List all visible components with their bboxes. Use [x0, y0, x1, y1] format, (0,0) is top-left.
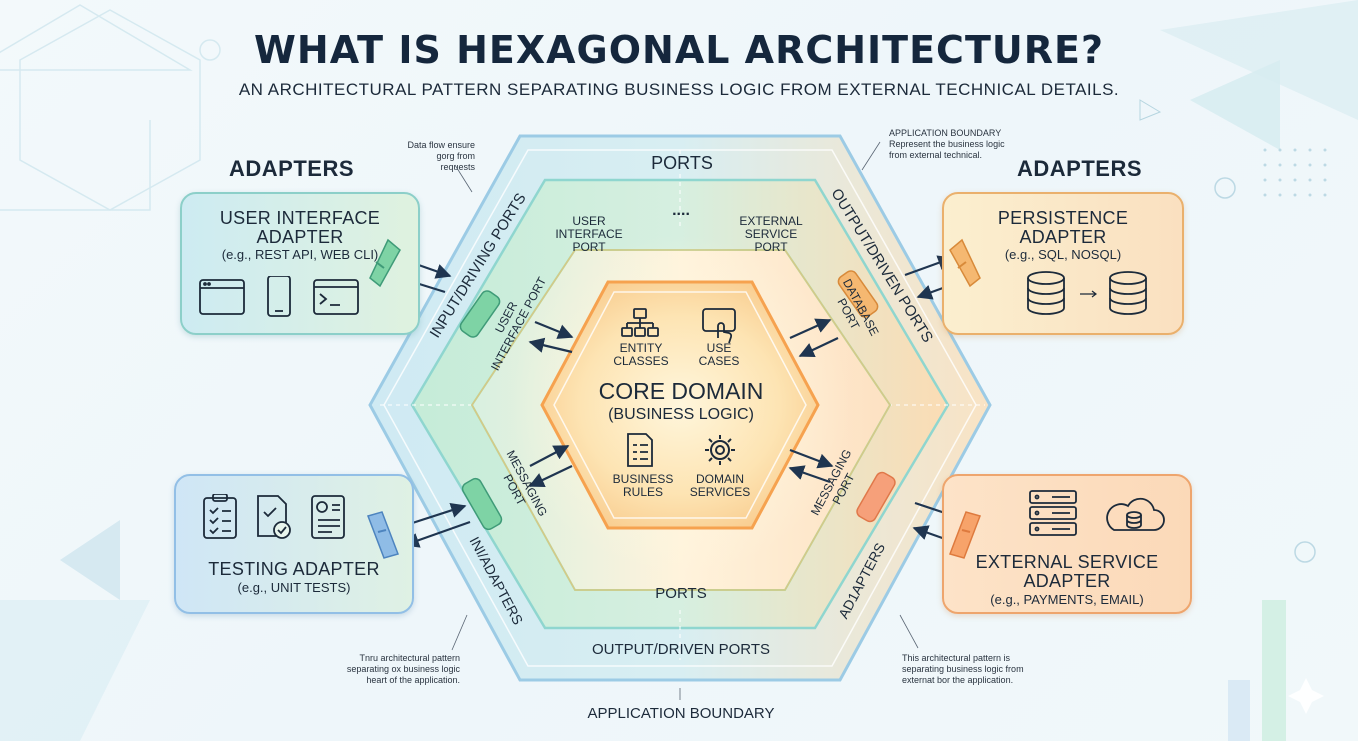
ui-adapter-title: USER INTERFACE ADAPTER	[182, 209, 418, 247]
persistence-adapter-connector	[949, 238, 981, 288]
external-service-port-label: EXTERNAL SERVICE PORT	[739, 214, 803, 254]
ui-adapter-card[interactable]: USER INTERFACE ADAPTER (e.g., REST API, …	[180, 192, 420, 335]
testing-adapter-connector	[367, 511, 399, 559]
business-rules-line2: RULES	[623, 485, 663, 499]
ui-adapter-title-line2: ADAPTER	[256, 227, 344, 247]
ports-top-label: PORTS	[651, 153, 713, 173]
ui-port-line2: INTERFACE	[555, 227, 622, 241]
touch-screen-icon	[702, 308, 736, 344]
messaging-port-left-connector[interactable]	[460, 476, 503, 531]
testing-adapter-sub: (e.g., UNIT TESTS)	[237, 580, 351, 595]
application-boundary-label: APPLICATION BOUNDARY	[588, 705, 775, 722]
business-rules-line1: BUSINESS	[613, 472, 674, 486]
persistence-adapter-title: PERSISTENCE ADAPTER	[944, 209, 1182, 247]
entity-classes-line2: CLASSES	[613, 354, 668, 368]
database-icon	[1027, 271, 1065, 315]
note-bottom-left-line1: Tnru architectural pattern	[359, 653, 460, 663]
page-title: WHAT IS HEXAGONAL ARCHITECTURE?	[254, 28, 1104, 72]
ui-port-connector[interactable]	[458, 289, 502, 340]
note-top-left-line2: gorg from requests	[436, 151, 475, 172]
note-bottom-left-line3: heart of the application.	[366, 675, 460, 685]
use-cases-line1: USE	[707, 341, 732, 355]
document-check-icon	[257, 495, 291, 539]
mobile-phone-icon	[267, 276, 291, 317]
sync-arrow-icon	[1080, 290, 1097, 298]
ui-port-label: USER INTERFACE PORT	[555, 214, 622, 254]
domain-services-line2: SERVICES	[690, 485, 750, 499]
external-service-adapter-connector	[949, 511, 981, 559]
terminal-icon	[313, 279, 359, 315]
report-chart-icon	[311, 495, 345, 539]
checklist-icon	[627, 433, 653, 467]
testing-adapter-card[interactable]: TESTING ADAPTER (e.g., UNIT TESTS)	[174, 474, 414, 614]
browser-window-icon	[199, 279, 245, 315]
core-domain-subtitle: (BUSINESS LOGIC)	[608, 406, 754, 423]
note-bottom-right: This architectural pattern is separating…	[902, 653, 1024, 686]
testing-adapter-icons	[203, 494, 345, 539]
persistence-adapter-icons	[1027, 271, 1147, 315]
external-service-adapter-title-line1: EXTERNAL SERVICE	[975, 552, 1159, 572]
note-top-left: Data flow ensure gorg from requests	[405, 140, 475, 173]
clipboard-checklist-icon	[203, 494, 237, 539]
ext-port-line1: EXTERNAL	[739, 214, 803, 228]
note-top-right-line3: from external technical.	[889, 150, 983, 160]
output-driven-ports-bottom-label: OUTPUT/DRIVEN PORTS	[592, 641, 770, 658]
external-service-adapter-title: EXTERNAL SERVICE ADAPTER	[944, 553, 1190, 591]
ui-adapter-sub: (e.g., REST API, WEB CLI)	[221, 247, 379, 262]
core-domain-title: CORE DOMAIN	[599, 378, 764, 404]
ports-dots: ....	[672, 202, 690, 219]
external-service-adapter-title-line2: ADAPTER	[1023, 571, 1111, 591]
database-port-connector[interactable]	[836, 269, 880, 320]
note-bottom-right-line2: separating business logic from	[902, 664, 1024, 674]
ext-port-line3: PORT	[754, 240, 788, 254]
note-bottom-right-line3: externat bor the application.	[902, 675, 1014, 685]
persistence-adapter-title-line2: ADAPTER	[1019, 227, 1107, 247]
database-icon-2	[1109, 271, 1147, 315]
domain-services-line1: DOMAIN	[696, 472, 744, 486]
note-top-right: APPLICATION BOUNDARY Represent the busin…	[889, 128, 1005, 161]
ui-port-line1: USER	[572, 214, 606, 228]
ext-port-line2: SERVICE	[745, 227, 797, 241]
note-top-right-line2: Represent the business logic	[889, 139, 1005, 149]
adapters-left-heading: ADAPTERS	[229, 156, 355, 181]
persistence-adapter-title-line1: PERSISTENCE	[997, 208, 1129, 228]
cloud-database-icon	[1106, 497, 1165, 531]
adapters-right-heading: ADAPTERS	[1017, 156, 1143, 181]
note-bottom-right-line1: This architectural pattern is	[902, 653, 1011, 663]
external-service-adapter-card[interactable]: EXTERNAL SERVICE ADAPTER (e.g., PAYMENTS…	[942, 474, 1192, 614]
note-bottom-left-line2: separating ox business logic	[346, 664, 460, 674]
persistence-adapter-card[interactable]: PERSISTENCE ADAPTER (e.g., SQL, NOSQL)	[942, 192, 1184, 335]
entity-classes-line1: ENTITY	[620, 341, 663, 355]
page-subtitle: AN ARCHITECTURAL PATTERN SEPARATING BUSI…	[238, 80, 1120, 99]
ui-adapter-icons	[199, 276, 359, 317]
use-cases-line2: CASES	[699, 354, 740, 368]
core-hexagon	[540, 280, 820, 530]
external-service-adapter-sub: (e.g., PAYMENTS, EMAIL)	[990, 592, 1144, 607]
ui-adapter-title-line1: USER INTERFACE	[219, 208, 381, 228]
org-chart-icon	[621, 308, 659, 337]
messaging-port-right-connector[interactable]	[855, 470, 897, 523]
ports-bottom-label: PORTS	[655, 585, 706, 602]
note-top-right-line1: APPLICATION BOUNDARY	[889, 128, 1002, 138]
note-top-left-line1: Data flow ensure	[407, 140, 475, 150]
gear-icon	[705, 435, 735, 465]
external-service-icons	[1029, 490, 1165, 536]
note-bottom-left: Tnru architectural pattern separating ox…	[340, 653, 460, 686]
persistence-adapter-sub: (e.g., SQL, NOSQL)	[1004, 247, 1122, 262]
ui-port-line3: PORT	[572, 240, 606, 254]
server-rack-icon	[1029, 490, 1077, 536]
testing-adapter-title: TESTING ADAPTER	[208, 559, 380, 579]
ui-adapter-connector	[369, 238, 401, 288]
